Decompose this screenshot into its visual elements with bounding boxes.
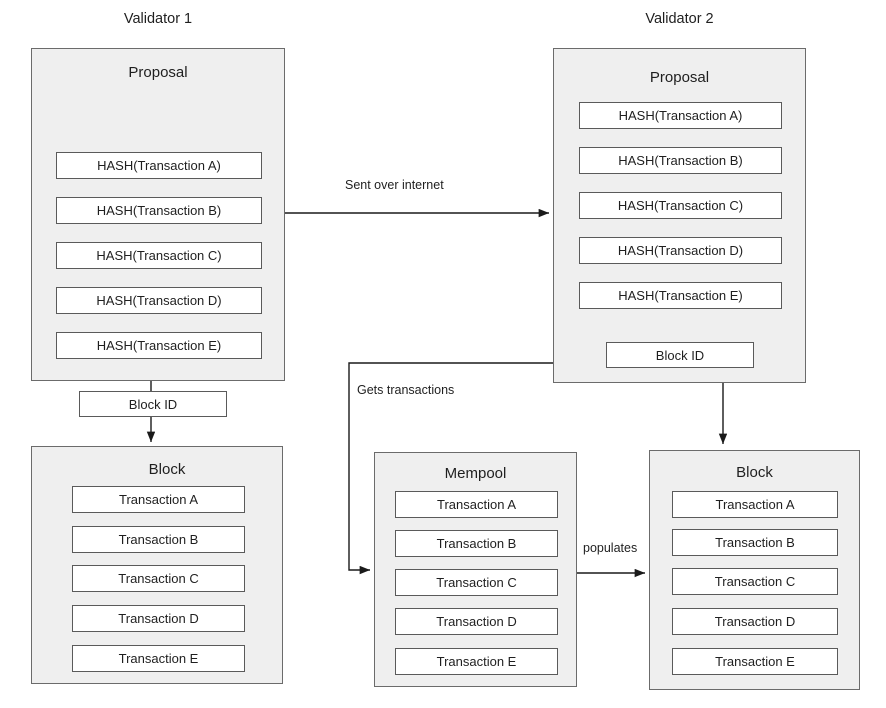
validator-1-title: Validator 1 bbox=[123, 11, 193, 27]
block-left-transaction-e[interactable]: Transaction E bbox=[72, 645, 245, 672]
validator-2-title: Validator 2 bbox=[645, 11, 714, 27]
mempool-transaction-d[interactable]: Transaction D bbox=[395, 608, 558, 635]
v1-block-id[interactable]: Block ID bbox=[79, 391, 227, 417]
edge-label-sent-over-internet: Sent over internet bbox=[345, 178, 444, 192]
v2-hash-item-a[interactable]: HASH(Transaction A) bbox=[579, 102, 782, 129]
edge-label-gets-transactions: Gets transactions bbox=[357, 383, 455, 397]
block-left-transaction-c[interactable]: Transaction C bbox=[72, 565, 245, 592]
validator-2-proposal-label: Proposal bbox=[649, 69, 710, 86]
validator-1-proposal-label: Proposal bbox=[128, 64, 188, 81]
block-left-transaction-d[interactable]: Transaction D bbox=[72, 605, 245, 632]
block-right-transaction-a[interactable]: Transaction A bbox=[672, 491, 838, 518]
v2-hash-item-b[interactable]: HASH(Transaction B) bbox=[579, 147, 782, 174]
v2-hash-item-d[interactable]: HASH(Transaction D) bbox=[579, 237, 782, 264]
block-left-transaction-a[interactable]: Transaction A bbox=[72, 486, 245, 513]
validator-1-panel[interactable]: Proposal HASH(Transaction A) HASH(Transa… bbox=[31, 48, 285, 417]
mempool-transaction-a[interactable]: Transaction A bbox=[395, 491, 558, 518]
block-right-panel[interactable]: Block Transaction A Transaction B Transa… bbox=[649, 450, 860, 690]
mempool-transaction-c[interactable]: Transaction C bbox=[395, 569, 558, 596]
v1-hash-item-a[interactable]: HASH(Transaction A) bbox=[56, 152, 262, 179]
validator-2-panel[interactable]: Proposal HASH(Transaction A) HASH(Transa… bbox=[553, 48, 806, 383]
edge-label-populates: populates bbox=[583, 541, 638, 555]
block-right-transaction-b[interactable]: Transaction B bbox=[672, 529, 838, 556]
mempool-transaction-b[interactable]: Transaction B bbox=[395, 530, 558, 557]
block-right-transaction-e[interactable]: Transaction E bbox=[672, 648, 838, 675]
block-left-panel[interactable]: Block Transaction A Transaction B Transa… bbox=[31, 446, 283, 684]
mempool-title: Mempool bbox=[444, 465, 507, 482]
block-right-transaction-d[interactable]: Transaction D bbox=[672, 608, 838, 635]
v1-hash-item-b[interactable]: HASH(Transaction B) bbox=[56, 197, 262, 224]
block-right-transaction-c[interactable]: Transaction C bbox=[672, 568, 838, 595]
v2-block-id[interactable]: Block ID bbox=[606, 342, 754, 368]
v1-hash-item-d[interactable]: HASH(Transaction D) bbox=[56, 287, 262, 314]
v2-hash-item-e[interactable]: HASH(Transaction E) bbox=[579, 282, 782, 309]
v2-hash-item-c[interactable]: HASH(Transaction C) bbox=[579, 192, 782, 219]
v1-hash-item-c[interactable]: HASH(Transaction C) bbox=[56, 242, 262, 269]
mempool-panel[interactable]: Mempool Transaction A Transaction B Tran… bbox=[374, 452, 577, 687]
mempool-transaction-e[interactable]: Transaction E bbox=[395, 648, 558, 675]
block-right-title: Block bbox=[736, 464, 773, 481]
v1-hash-item-e[interactable]: HASH(Transaction E) bbox=[56, 332, 262, 359]
block-left-transaction-b[interactable]: Transaction B bbox=[72, 526, 245, 553]
block-left-title: Block bbox=[148, 461, 186, 478]
